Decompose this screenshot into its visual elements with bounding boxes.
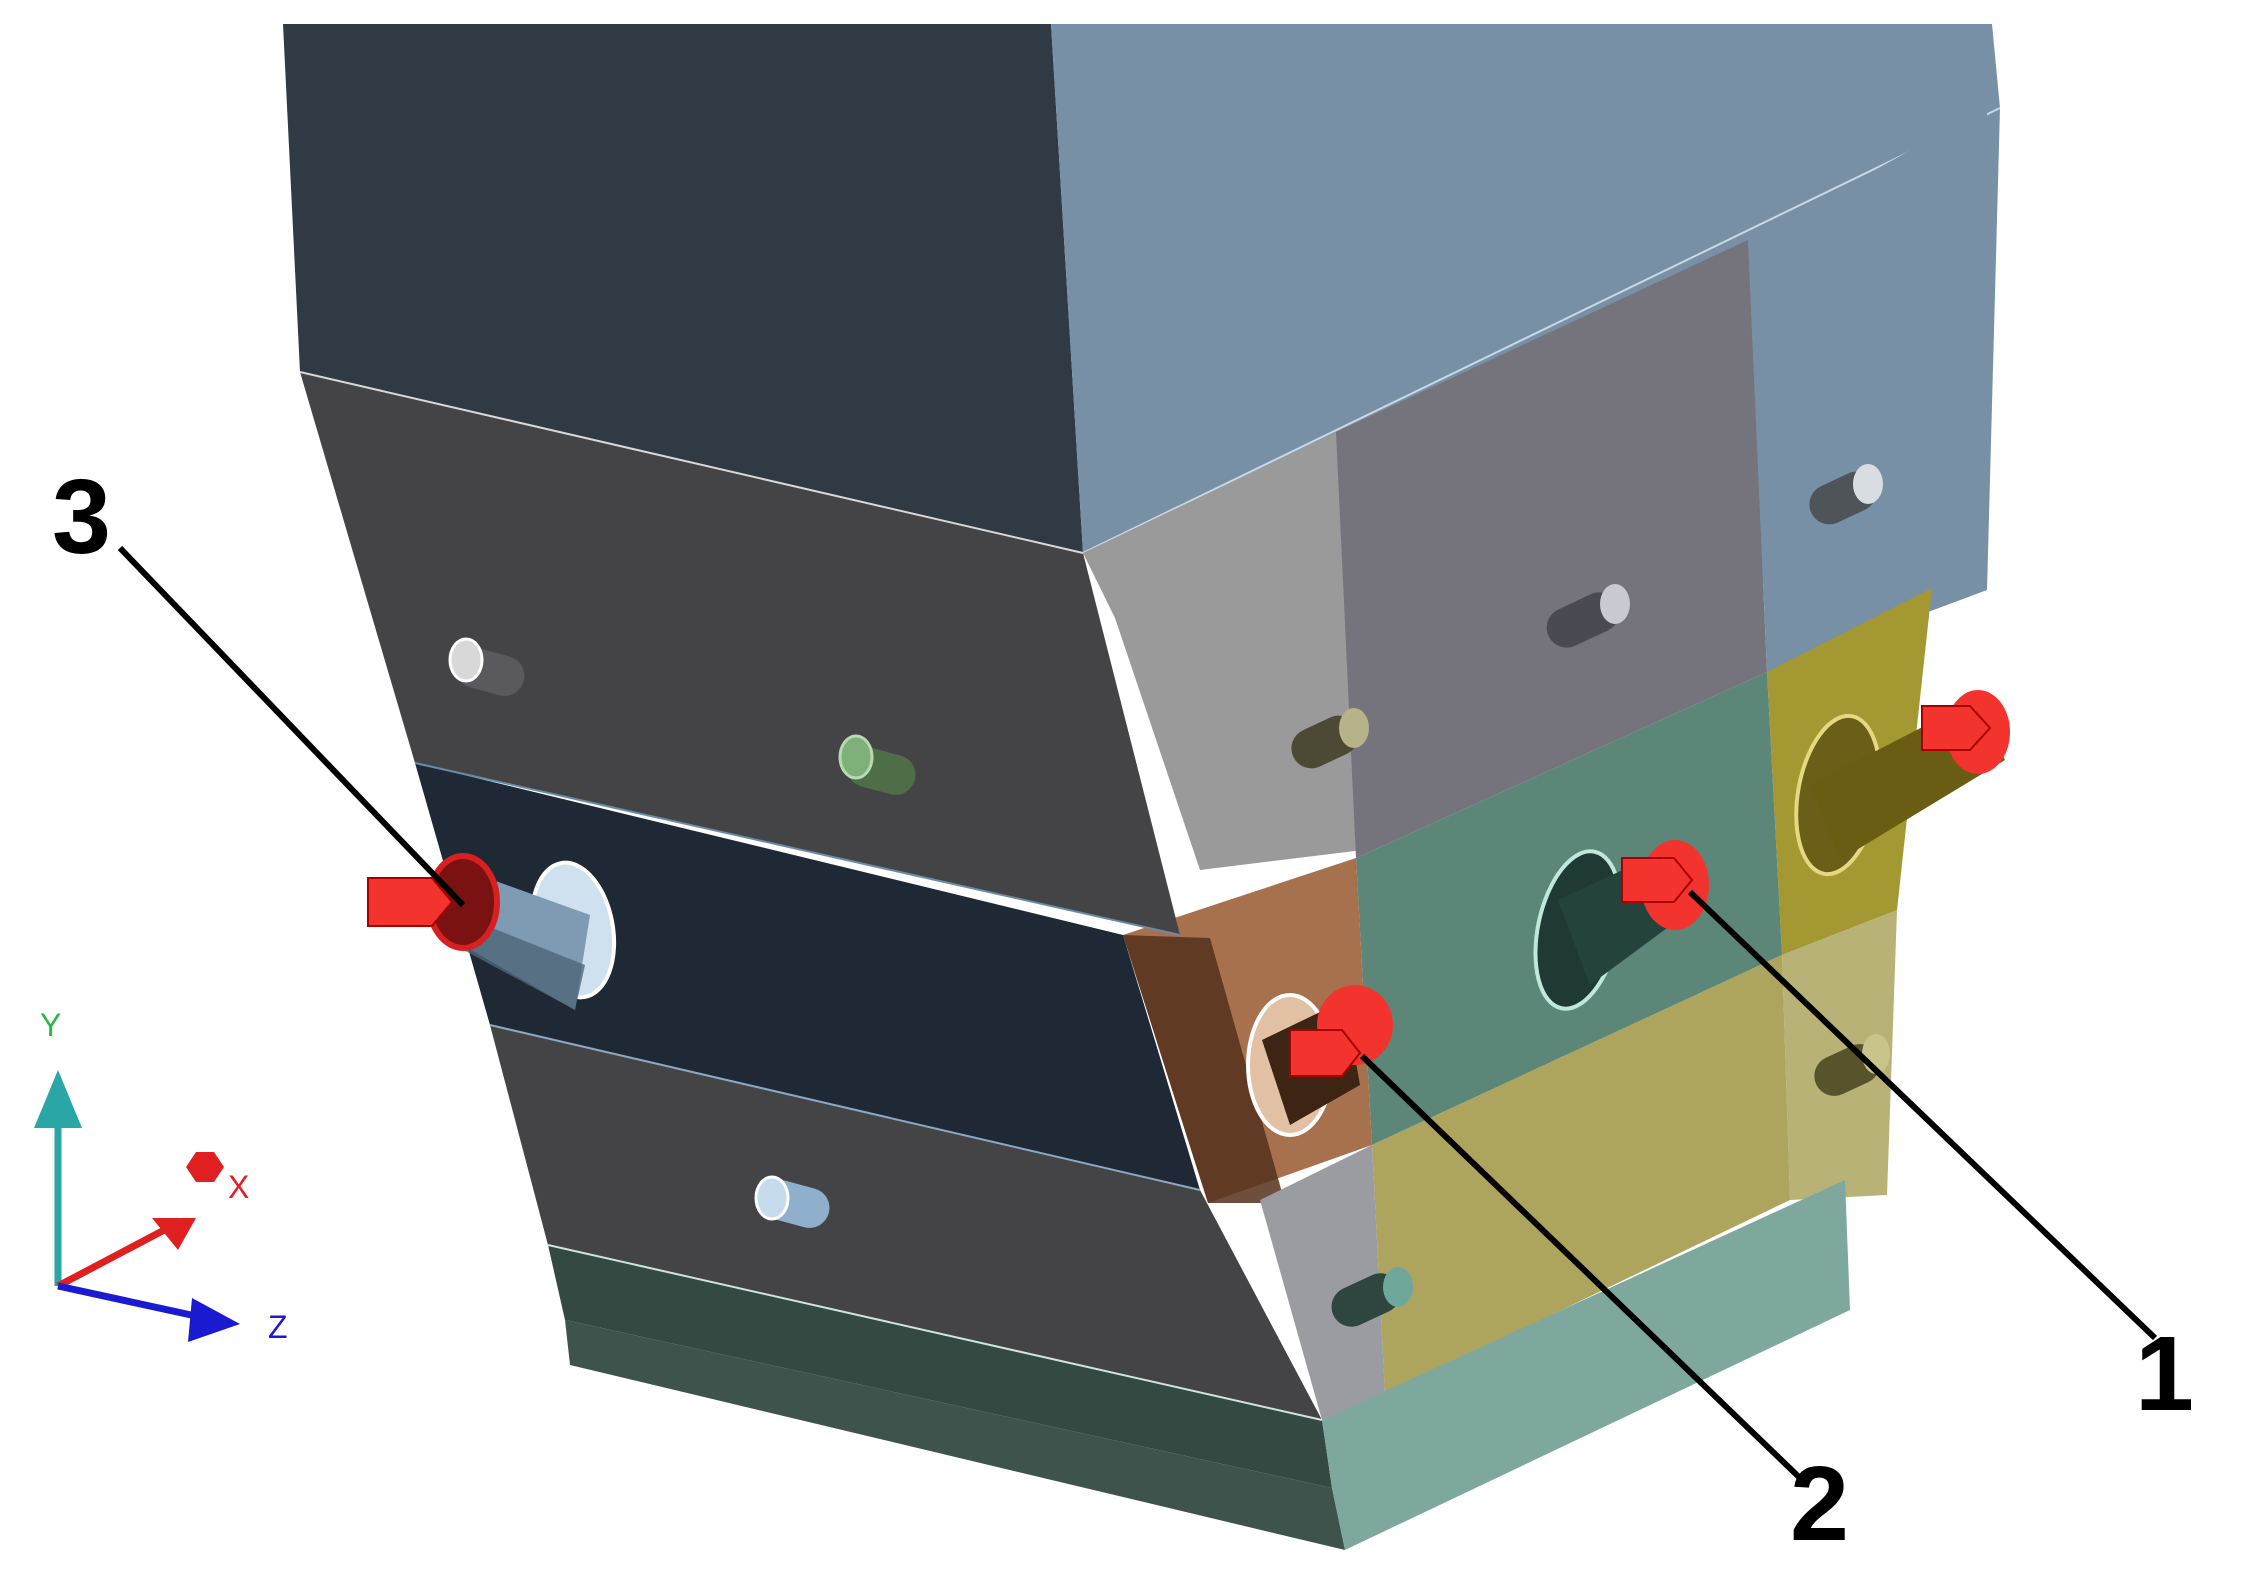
- edge-band-3: [489, 1024, 1201, 1191]
- left-bands: [299, 371, 1322, 1420]
- pin-gray-upper-left: [448, 637, 525, 696]
- callout-label-2: 2: [1790, 1445, 1849, 1563]
- pins: [448, 464, 1890, 1327]
- edge-band-1: [299, 371, 1084, 554]
- pin-olive-small: [1291, 708, 1369, 769]
- pin-green: [838, 734, 916, 795]
- base-plate-lower: [565, 1320, 1345, 1550]
- inlet-marker-3: [367, 877, 454, 927]
- y-axis-label: Y: [40, 1007, 61, 1043]
- z-axis-head: [188, 1298, 240, 1342]
- edge-base: [547, 1244, 1323, 1421]
- base-plate-upper: [548, 1245, 1332, 1488]
- callout-label-1: 1: [2135, 1315, 2194, 1433]
- panel-olive-lower: [1372, 955, 1790, 1395]
- pipe-3: [426, 853, 617, 1010]
- panel-light-gray-upper: [1083, 432, 1363, 870]
- x-axis-label: X: [228, 1169, 249, 1205]
- inlet-marker-olive: [1921, 705, 1992, 751]
- inlet-marker-1: [1621, 857, 1694, 903]
- panel-copper-shadow: [1123, 935, 1285, 1203]
- y-axis-head: [34, 1070, 82, 1128]
- edge-upper-ridge: [1082, 107, 2001, 554]
- panel-gray-upper: [1336, 240, 1767, 858]
- leader-line-1: [1687, 889, 2158, 1341]
- pin-teal-lower: [1331, 1267, 1413, 1327]
- panel-gray-lower: [1260, 1145, 1385, 1420]
- pin-blue-lower: [754, 1175, 830, 1228]
- right-panels: [1083, 108, 1987, 1420]
- pin-gray-center: [1546, 584, 1630, 648]
- band-gray-upper: [300, 372, 1180, 935]
- leader-line-2: [1359, 1053, 1803, 1481]
- band-navy-middle: [415, 763, 1200, 1190]
- x-axis-arrow: [56, 1224, 170, 1290]
- edge-band-2: [414, 762, 1181, 936]
- z-axis-arrow: [57, 1282, 206, 1322]
- inlet-marker-2: [1289, 1029, 1362, 1077]
- leader-line-3: [117, 545, 466, 908]
- z-axis-label: Z: [268, 1309, 288, 1345]
- band-gray-lower: [490, 1025, 1322, 1420]
- coordinate-triad: Y X Z: [34, 1007, 288, 1345]
- callout-label-3: 3: [52, 458, 111, 576]
- panel-blue-upper-right: [1748, 108, 1987, 672]
- x-axis-marker: [186, 1152, 224, 1182]
- pin-gray-upper-right: [1809, 464, 1883, 525]
- inlet-markers: [367, 705, 1992, 1077]
- base-right-face: [1322, 1180, 1850, 1550]
- upper-left-face: [283, 24, 1083, 553]
- base: [547, 1180, 1850, 1550]
- callouts: 3 1 2: [52, 458, 2194, 1563]
- x-axis-head: [152, 1218, 196, 1250]
